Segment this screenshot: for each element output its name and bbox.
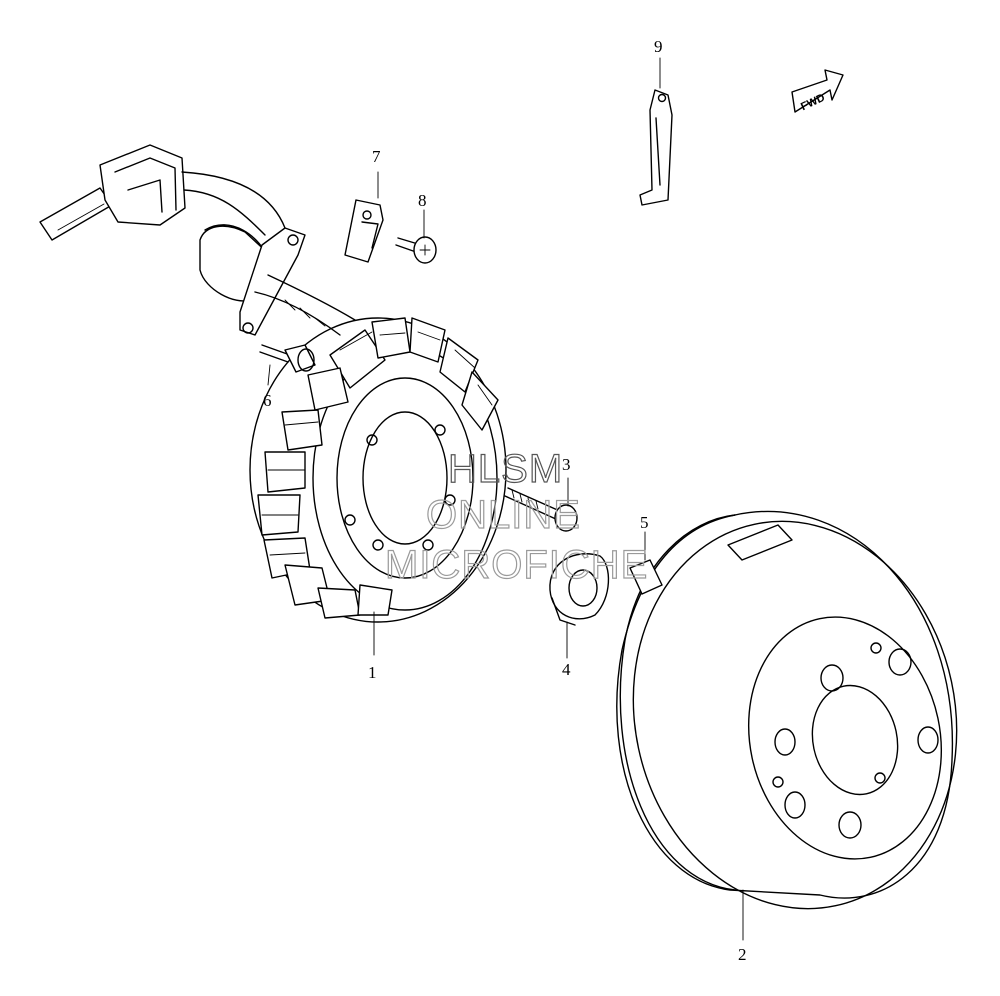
part-label-1: 1	[368, 663, 377, 682]
part-label-9: 9	[654, 37, 663, 56]
part-label-6: 6	[263, 391, 272, 410]
screw-part-8	[395, 236, 437, 264]
part-label-5: 5	[640, 513, 649, 532]
wiring-harness	[39, 144, 356, 336]
part-label-8: 8	[418, 191, 427, 210]
part-label-2: 2	[738, 945, 747, 964]
key-part-5	[629, 559, 663, 595]
watermark-line-3: MICROFICHE	[385, 543, 648, 587]
forward-direction-marker: FWD	[791, 69, 844, 113]
watermark-line-2: ONLINE	[426, 493, 581, 537]
part-label-4: 4	[562, 660, 571, 679]
watermark: HLSM ONLINE MICROFICHE	[384, 446, 648, 587]
watermark-line-1: HLSM	[448, 447, 563, 491]
part-label-3: 3	[562, 455, 571, 474]
part-label-7: 7	[372, 147, 381, 166]
bolt-part-3	[504, 487, 578, 532]
stator-assembly	[249, 317, 507, 623]
flywheel-rotor	[616, 510, 958, 910]
leader-lines	[267, 57, 744, 941]
clamp-part-7	[344, 199, 384, 263]
clamp-part-9	[639, 89, 673, 206]
bolt-part-6	[259, 344, 316, 373]
nut-part-4	[549, 553, 610, 626]
